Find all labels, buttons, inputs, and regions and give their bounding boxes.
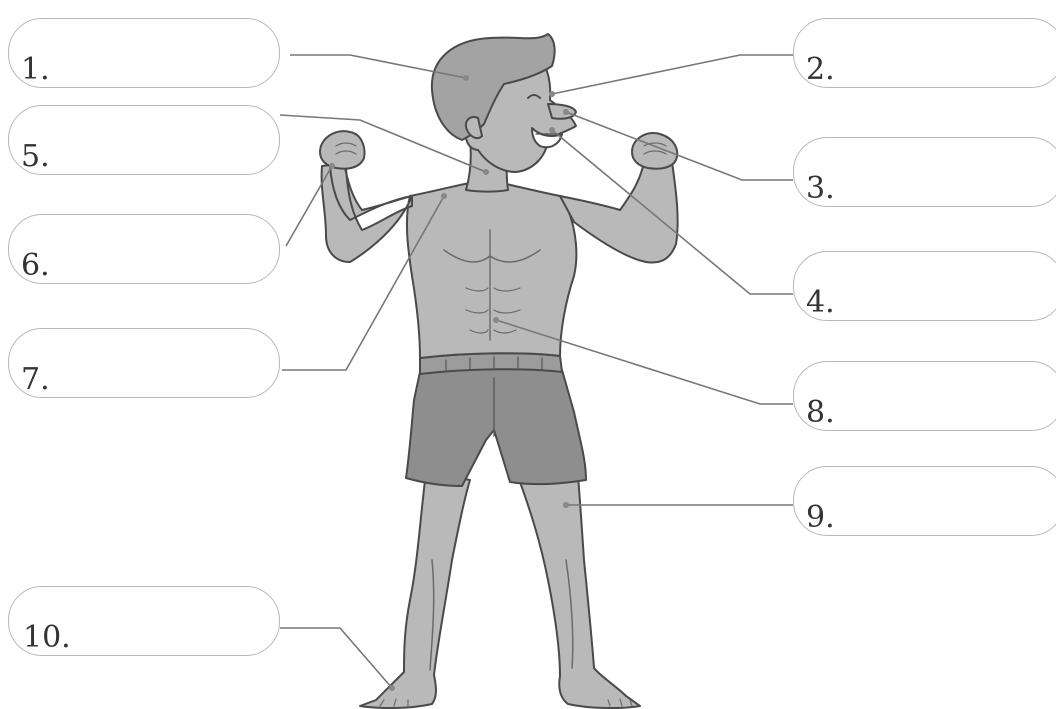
- label-number-8: 8.: [806, 398, 835, 428]
- shorts: [406, 367, 586, 486]
- label-number-5: 5.: [21, 142, 50, 172]
- right-leg: [520, 476, 640, 708]
- label-box-8[interactable]: 8.: [793, 361, 1056, 431]
- label-number-10: 10.: [23, 623, 71, 653]
- label-number-4: 4.: [806, 288, 835, 318]
- leader-line-2: [552, 55, 793, 94]
- left-fist: [320, 131, 364, 169]
- left-leg: [360, 472, 470, 708]
- label-box-1[interactable]: 1.: [8, 18, 280, 88]
- torso: [407, 180, 576, 358]
- label-number-6: 6.: [21, 251, 50, 281]
- label-number-9: 9.: [806, 503, 835, 533]
- label-box-6[interactable]: 6.: [8, 214, 280, 284]
- label-box-9[interactable]: 9.: [793, 466, 1056, 536]
- left-arm: [322, 162, 412, 262]
- label-number-2: 2.: [806, 55, 835, 85]
- leader-line-10: [280, 628, 392, 688]
- label-number-1: 1.: [21, 55, 50, 85]
- label-box-7[interactable]: 7.: [8, 328, 280, 398]
- label-box-5[interactable]: 5.: [8, 105, 280, 175]
- label-box-2[interactable]: 2.: [793, 18, 1056, 88]
- right-arm: [560, 162, 678, 262]
- label-box-3[interactable]: 3.: [793, 137, 1056, 207]
- label-number-7: 7.: [21, 365, 50, 395]
- label-box-4[interactable]: 4.: [793, 251, 1056, 321]
- label-number-3: 3.: [806, 174, 835, 204]
- label-box-10[interactable]: 10.: [8, 586, 280, 656]
